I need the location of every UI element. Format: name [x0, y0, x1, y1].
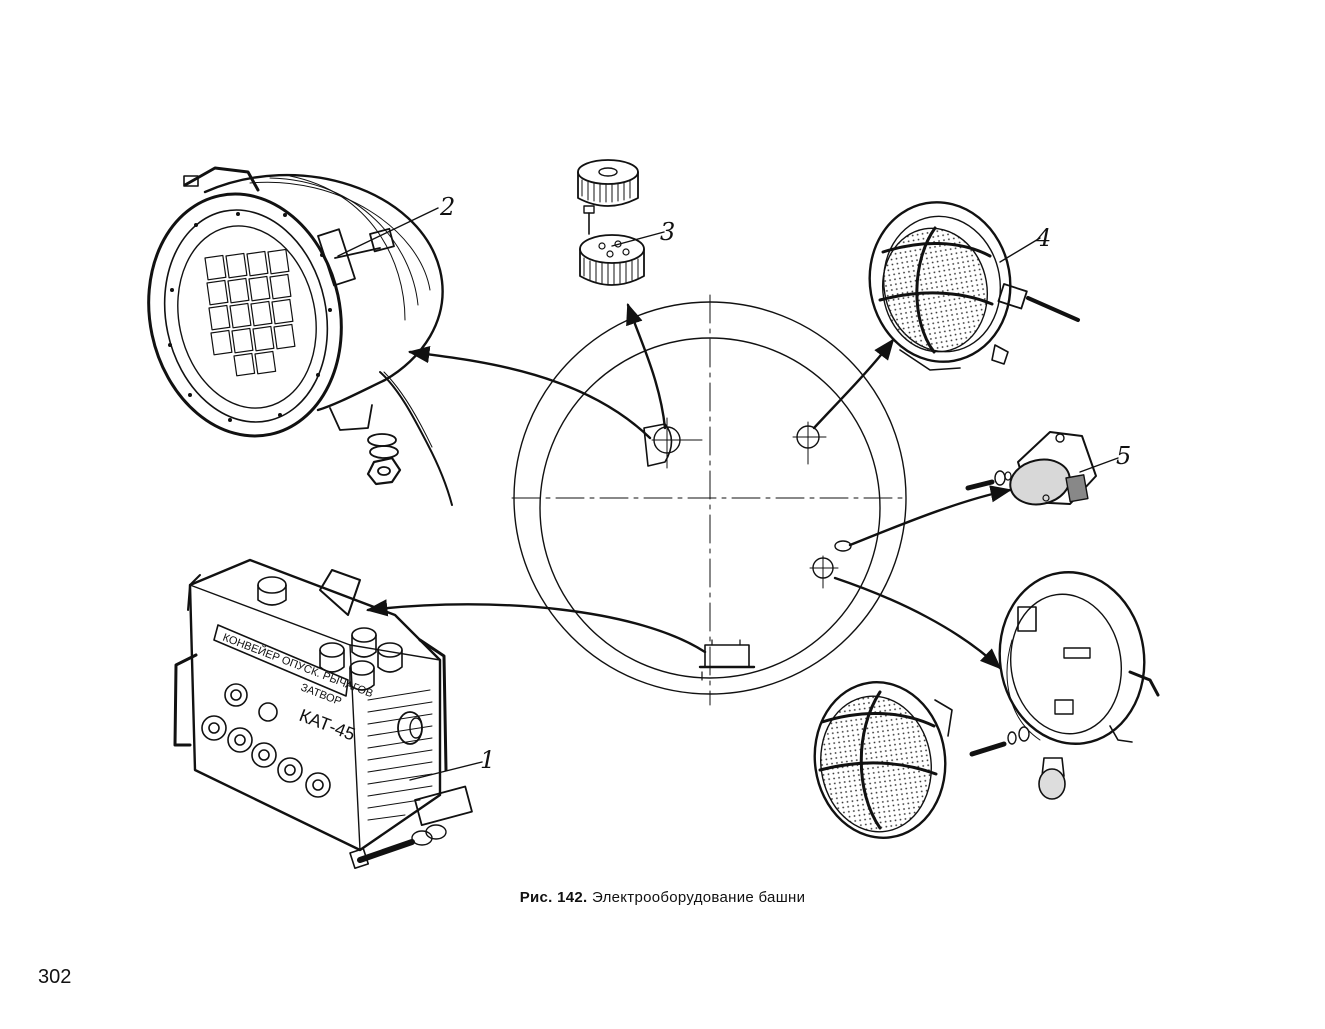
control-box-top-knobs — [257, 576, 403, 691]
caged-lamp-cable — [1026, 296, 1080, 322]
control-box-body — [188, 558, 442, 852]
control-box-label-3: КАТ-45 — [297, 705, 358, 744]
mount-point-socket — [809, 540, 852, 589]
searchlight-rim — [147, 192, 343, 438]
figure-caption: Рис. 142. Электрооборудование башни — [0, 889, 1325, 906]
callout-5: 5 — [1116, 442, 1131, 470]
arrow-to-second-lamp — [833, 576, 1002, 670]
searchlight-body — [203, 173, 444, 412]
caged-lamp-housing — [868, 201, 1012, 363]
callout-4: 4 — [1035, 224, 1051, 252]
searchlight-cable — [379, 371, 453, 506]
leader-arrows — [365, 302, 1013, 670]
figure-caption-number: 142. — [557, 889, 588, 906]
figure-caption-title: Электрооборудование башни — [591, 889, 806, 906]
caged-lamp — [868, 201, 1080, 371]
figure-caption-prefix: Рис. — [519, 889, 553, 906]
control-box-left-handle — [173, 653, 198, 747]
arrow-to-control-box — [365, 599, 707, 654]
control-box-right-handle — [418, 638, 448, 772]
plug-connector — [577, 159, 645, 286]
control-box-front-knobs — [201, 683, 331, 798]
lamp-cage-cover — [813, 681, 953, 839]
searchlight-side-clamp — [317, 227, 395, 287]
plug-base — [579, 234, 645, 264]
turret-inner-circle — [539, 337, 881, 679]
page-number: 302 — [38, 966, 72, 988]
callout-2: 2 — [439, 193, 455, 221]
searchlight-lens-grid — [204, 248, 296, 377]
arrow-to-plug — [626, 302, 667, 430]
arrow-to-headlight — [407, 346, 652, 440]
socket-body — [1009, 458, 1071, 506]
socket — [965, 431, 1097, 506]
control-box-bolt — [357, 839, 415, 863]
turret-plan — [511, 294, 909, 706]
arrow-to-lamp — [812, 338, 895, 430]
searchlight-top-handle — [183, 166, 260, 192]
mount-point-control-box — [698, 639, 756, 681]
callout-1: 1 — [480, 746, 495, 774]
mount-point-lamp — [792, 421, 827, 465]
callouts: 2 3 4 5 1 — [337, 193, 1131, 781]
callout-3: 3 — [660, 218, 675, 246]
lamp-housing-open — [969, 571, 1160, 800]
searchlight — [147, 166, 453, 506]
mount-point-headlight — [643, 417, 703, 469]
searchlight-lens — [177, 225, 317, 409]
searchlight-bottom-mount — [329, 404, 402, 486]
arrow-to-socket — [848, 485, 1013, 547]
